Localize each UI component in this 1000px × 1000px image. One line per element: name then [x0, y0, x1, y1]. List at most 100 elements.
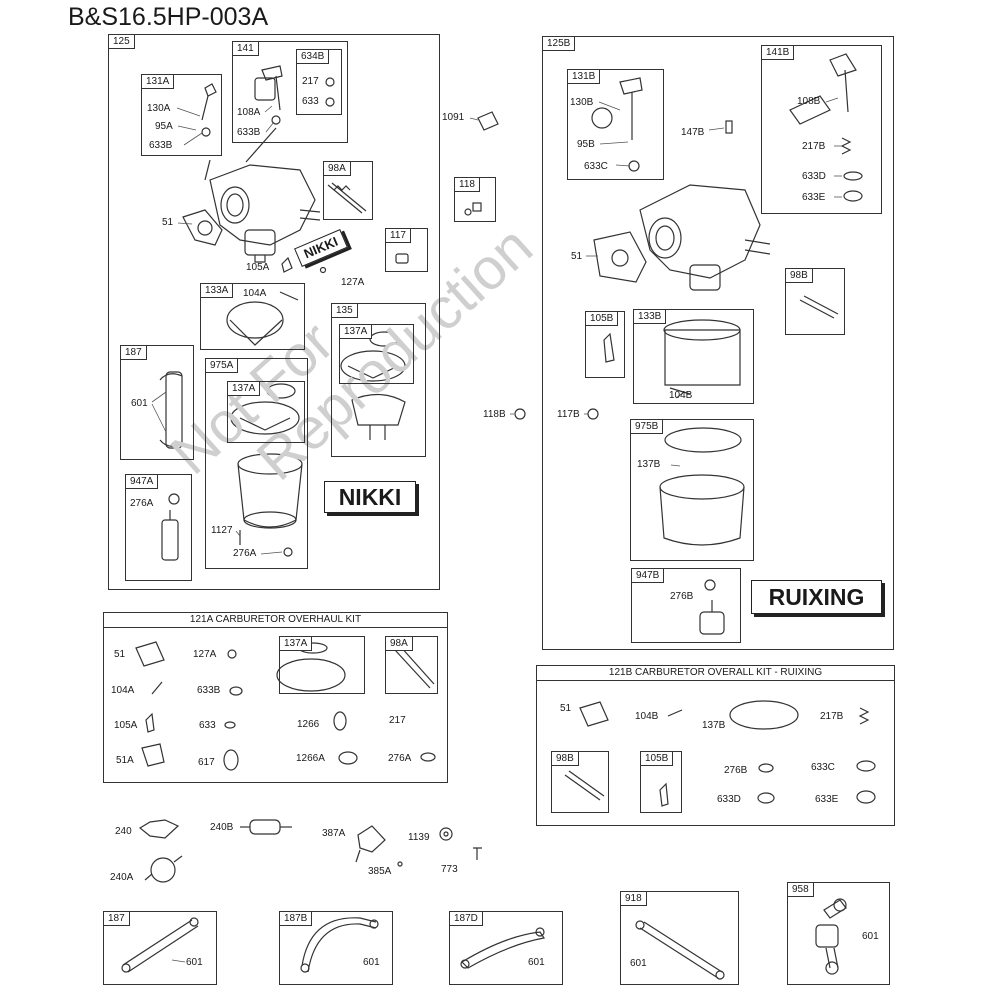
solenoid-drawing-947b [699, 579, 725, 635]
label-276a: 276A [233, 548, 257, 559]
label-633b: 633B [149, 140, 173, 151]
kit-121b-title: 121B CARBURETOR OVERALL KIT - RUIXING [537, 666, 894, 681]
nikki-logo: NIKKI [324, 481, 416, 513]
kit-box-98a: 98A [385, 636, 438, 694]
label-601: 601 [528, 957, 545, 968]
label-118b: 118B [483, 409, 506, 420]
carburetor-body-drawing-a [204, 127, 321, 263]
fuel-pump-drawing-387a [355, 825, 386, 863]
group-125b-frame: 125B [542, 36, 894, 650]
box-634b: 634B [296, 49, 342, 115]
box-975b: 975B [630, 419, 754, 561]
label-276b: 276B [724, 765, 748, 776]
kit-121b-frame: 121B CARBURETOR OVERALL KIT - RUIXING [536, 665, 895, 826]
label-601: 601 [363, 957, 380, 968]
kit-box-137a: 137A [279, 636, 365, 694]
box-141: 141 [232, 41, 348, 143]
box-947a: 947A [125, 474, 192, 581]
label-617: 617 [198, 757, 215, 768]
page-title: B&S16.5HP-003A [68, 3, 269, 31]
box-137a-label: 137A [339, 324, 373, 339]
box-98a-label: 98A [385, 636, 413, 651]
label-130b: 130B [570, 97, 594, 108]
box-187d: 187D [449, 911, 563, 985]
box-141-label: 141 [232, 41, 259, 56]
box-105b-label: 105B [585, 311, 619, 326]
choke-shaft-drawing-141 [254, 65, 335, 125]
box-133b-label: 133B [633, 309, 667, 324]
label-385a: 385A [368, 866, 392, 877]
label-633: 633 [199, 720, 216, 731]
label-633: 633 [302, 96, 319, 107]
label-130a: 130A [147, 103, 171, 114]
kit-box-98b: 98B [551, 751, 609, 813]
box-131b: 131B [567, 69, 664, 180]
label-127a: 127A [341, 277, 365, 288]
screw-drawing-1091 [477, 111, 499, 131]
box-118: 118 [454, 177, 496, 222]
box-131a: 131A [141, 74, 222, 156]
screw-drawing-118 [464, 202, 482, 216]
pin-drawing-105a [281, 256, 293, 273]
label-240b: 240B [210, 822, 234, 833]
label-387a: 387A [322, 828, 346, 839]
box-117-label: 117 [385, 228, 411, 243]
box-137a-in-975a: 137A [227, 381, 305, 443]
box-135-label: 135 [331, 303, 358, 318]
solenoid-drawing-947a [161, 493, 180, 561]
box-187d-label: 187D [449, 911, 483, 926]
label-217b: 217B [802, 141, 826, 152]
box-105b: 105B [585, 311, 625, 378]
fuel-bowl-drawing-135 [340, 331, 406, 440]
box-135: 135 [331, 303, 426, 457]
bowl-drawing-975a [237, 453, 303, 529]
label-1266: 1266 [297, 719, 320, 730]
needle-drawing-98a [327, 182, 367, 214]
box-187-label: 187 [120, 345, 147, 360]
label-147b: 147B [681, 127, 705, 138]
pin-drawing-105b [603, 332, 615, 363]
box-131b-label: 131B [567, 69, 601, 84]
plug-drawing-117 [395, 253, 409, 264]
label-633b: 633B [237, 127, 261, 138]
float-drawing-133b [663, 319, 741, 395]
label-1266a: 1266A [296, 753, 325, 764]
label-95a: 95A [155, 121, 173, 132]
box-947b-label: 947B [631, 568, 665, 583]
box-918-label: 918 [620, 891, 647, 906]
kit-gasket-51 [135, 641, 165, 667]
label-51a: 51A [116, 755, 134, 766]
label-51: 51 [162, 217, 174, 228]
label-601: 601 [862, 931, 879, 942]
label-104b: 104B [635, 711, 659, 722]
label-104b: 104B [669, 390, 693, 401]
group-125-frame: 125 [108, 34, 440, 590]
carburetor-body-drawing-b [639, 184, 771, 291]
label-217: 217 [389, 715, 406, 726]
box-975b-label: 975B [630, 419, 664, 434]
label-240a: 240A [110, 872, 134, 883]
label-601: 601 [630, 958, 647, 969]
label-1139: 1139 [408, 832, 430, 843]
box-98a-label: 98A [323, 161, 351, 176]
bowl-drawing-975b [659, 427, 745, 546]
box-958-label: 958 [787, 882, 814, 897]
label-276a: 276A [130, 498, 154, 509]
label-51: 51 [114, 649, 126, 660]
label-108a: 108A [237, 107, 261, 118]
label-137b: 137B [702, 720, 726, 731]
box-133b: 133B [633, 309, 754, 404]
gasket-drawing-975a-137a [230, 383, 300, 435]
box-98a: 98A [323, 161, 373, 220]
box-137a-label: 137A [279, 636, 313, 651]
label-104a: 104A [111, 685, 135, 696]
box-98b: 98B [785, 268, 845, 335]
label-773: 773 [441, 864, 458, 875]
fuel-filter-drawing-240a [144, 855, 183, 883]
box-141b-label: 141B [761, 45, 795, 60]
box-975a-label: 975A [205, 358, 239, 373]
label-217: 217 [302, 76, 319, 87]
box-133a-label: 133A [200, 283, 234, 298]
label-127a: 127A [193, 649, 217, 660]
